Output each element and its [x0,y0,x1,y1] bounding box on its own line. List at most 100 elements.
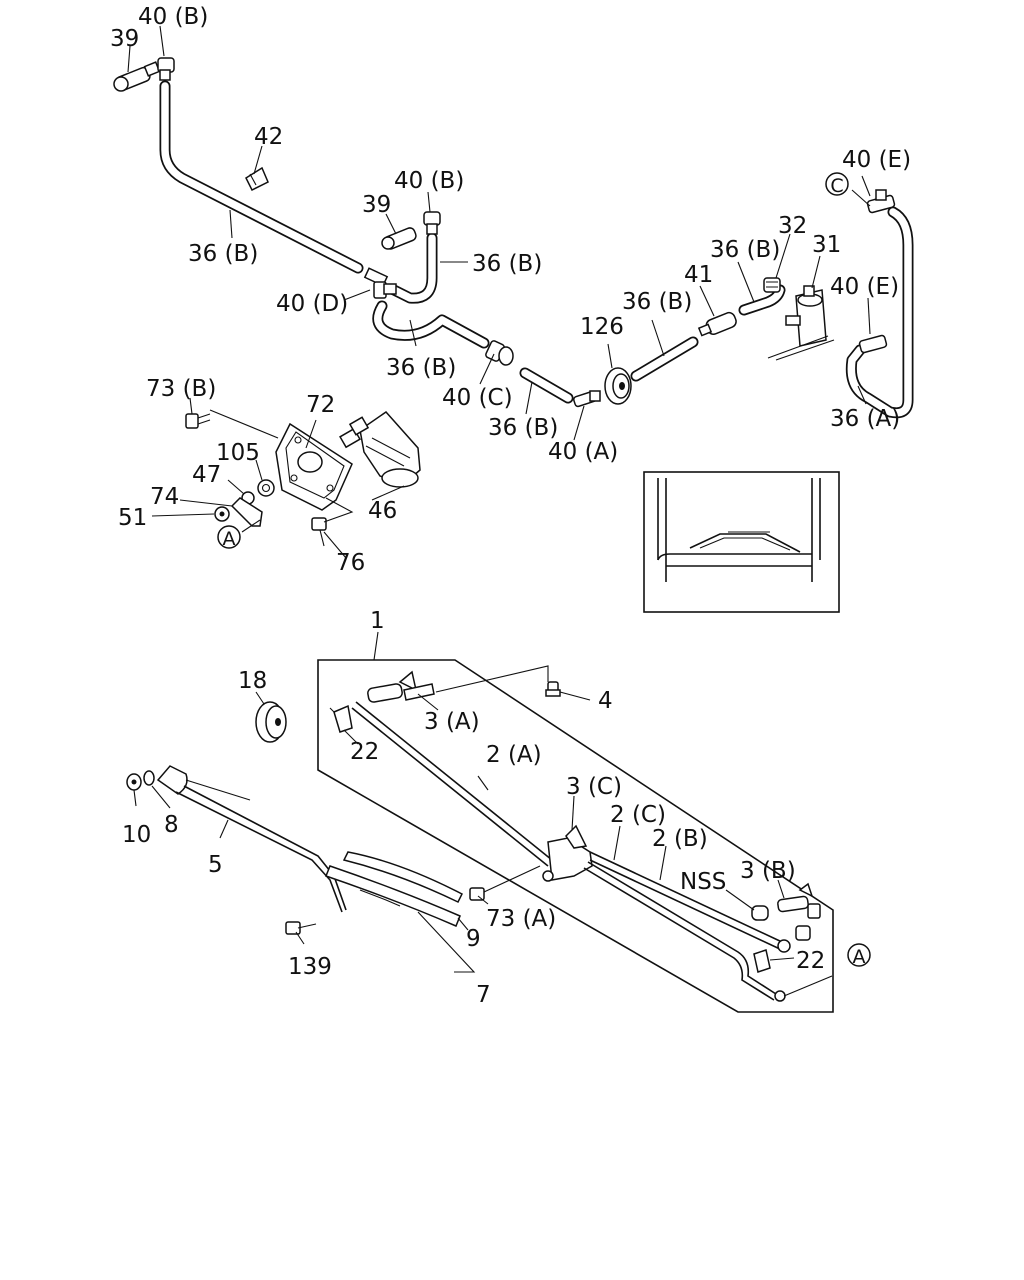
ref-mark-c-top: C [825,172,849,197]
callout-41: 41 [684,262,713,288]
hose-36b-bend [372,300,490,349]
screw-4 [545,681,561,697]
hose-36b-short [519,367,574,404]
bolt-73a [469,865,541,901]
callout-36b-1: 36 (B) [188,241,258,267]
callout-126: 126 [580,314,624,340]
fitting-32 [763,277,781,293]
callout-51: 51 [118,505,147,531]
callout-nss: NSS [680,869,726,895]
link-rod-2a [351,701,553,867]
leader-lines [127,25,871,997]
callout-2b: 2 (B) [652,826,708,852]
clip-42-icon [245,166,269,192]
callout-22-bottom: 22 [796,948,825,974]
inset-view [643,471,840,613]
callout-139: 139 [288,954,332,980]
nozzle-39-top [113,61,161,92]
check-valve-41 [697,311,737,337]
callout-36b-6: 36 (B) [710,237,780,263]
callout-3b: 3 (B) [740,858,796,884]
connector-40c [485,340,514,366]
callout-40c: 40 (C) [442,385,513,411]
callout-10: 10 [122,822,151,848]
callout-72: 72 [306,392,335,418]
hose-36b-right [630,336,699,382]
callout-9: 9 [466,926,481,952]
callout-labels: 40 (B) 39 42 36 (B) 40 (B) 39 36 (B) 40 … [110,4,911,1008]
nut-10 [126,773,142,791]
svg-text:A: A [853,946,866,968]
connector-40d [363,267,397,299]
callout-105: 105 [216,440,260,466]
link-rod-2c [589,851,791,953]
callout-40b-mid: 40 (B) [394,168,464,194]
callout-74: 74 [150,484,179,510]
grommet-18 [255,701,287,743]
callout-18: 18 [238,668,267,694]
screw-139 [285,921,317,935]
callout-76: 76 [336,550,365,576]
bolt-76 [311,517,327,547]
callout-7: 7 [476,982,491,1008]
hose-36a [845,206,914,419]
wiper-arm-5 [156,765,347,913]
motor-46 [339,411,421,488]
pivot-3a [367,670,435,703]
bushing-22-top [329,704,353,733]
callout-36a: 36 (A) [830,406,900,432]
link-74 [230,497,263,527]
callout-40e-mid: 40 (E) [830,274,899,300]
callout-36b-3: 36 (B) [386,355,456,381]
callout-1: 1 [370,608,385,634]
motor-bracket-72 [275,422,353,511]
hose-36b-loop [388,232,438,304]
callout-46: 46 [368,498,397,524]
callout-2c: 2 (C) [610,802,666,828]
callout-40d: 40 (D) [276,291,348,317]
nss-fitting [751,905,769,921]
callout-36b-2: 36 (B) [472,251,542,277]
connector-40a [573,390,601,408]
callout-4: 4 [598,688,613,714]
pivot-3b [777,882,821,941]
ref-mark-a-right: A [847,943,871,968]
bolt-73b [185,413,211,429]
callout-40e-top: 40 (E) [842,147,911,173]
leader-group-3a-4 [435,665,549,693]
connector-40b-top [157,57,175,81]
hose-36b-pump [738,284,786,316]
crank-3c [542,824,593,882]
callout-39-mid: 39 [362,192,391,218]
svg-text:A: A [223,528,236,550]
callout-31: 31 [812,232,841,258]
bushing-22-bottom [753,949,771,973]
callout-8: 8 [164,812,179,838]
callout-39-top: 39 [110,26,139,52]
wiper-blade-7 [325,851,464,927]
svg-text:C: C [830,175,843,197]
callout-32: 32 [778,213,807,239]
connector-40b-mid [423,211,441,235]
callout-36b-4: 36 (B) [488,415,558,441]
ref-mark-a-left: A [217,525,241,550]
connector-40e-mid [858,334,888,354]
connector-40e-top [866,189,896,214]
callout-40a: 40 (A) [548,439,618,465]
grommet-126-icon [604,367,632,405]
nut-51 [214,506,230,522]
callout-47: 47 [192,462,221,488]
callout-73b: 73 (B) [146,376,216,402]
callout-40b-top: 40 (B) [138,4,208,30]
callout-42: 42 [254,124,283,150]
callout-3a: 3 (A) [424,709,480,735]
callout-2a: 2 (A) [486,742,542,768]
callout-3c: 3 (C) [566,774,622,800]
nut-105 [257,479,275,497]
link-rod-2b [583,861,786,1002]
callout-5: 5 [208,852,223,878]
callout-73a: 73 (A) [486,906,556,932]
callout-36b-5: 36 (B) [622,289,692,315]
callout-22-top: 22 [350,739,379,765]
